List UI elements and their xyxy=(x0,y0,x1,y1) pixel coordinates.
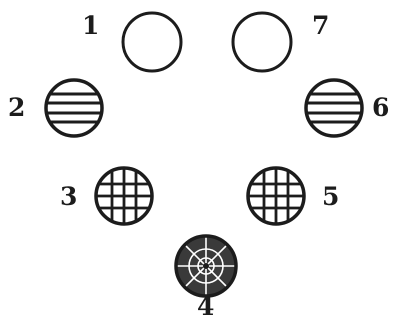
circle-2-horizontal-stripes xyxy=(44,80,104,136)
label-5: 5 xyxy=(322,184,339,209)
label-4: 4 xyxy=(197,294,214,319)
label-1: 1 xyxy=(82,13,99,38)
circle-4-dense-web xyxy=(172,232,240,300)
label-7: 7 xyxy=(312,13,329,38)
circle-5-grid xyxy=(246,166,306,226)
circle-3-grid xyxy=(94,166,154,226)
label-2: 2 xyxy=(8,95,25,120)
circle-6-horizontal-stripes xyxy=(304,80,364,136)
circle-7-blank xyxy=(233,13,291,71)
label-6: 6 xyxy=(372,95,389,120)
label-3: 3 xyxy=(60,184,77,209)
circle-1-blank xyxy=(123,13,181,71)
